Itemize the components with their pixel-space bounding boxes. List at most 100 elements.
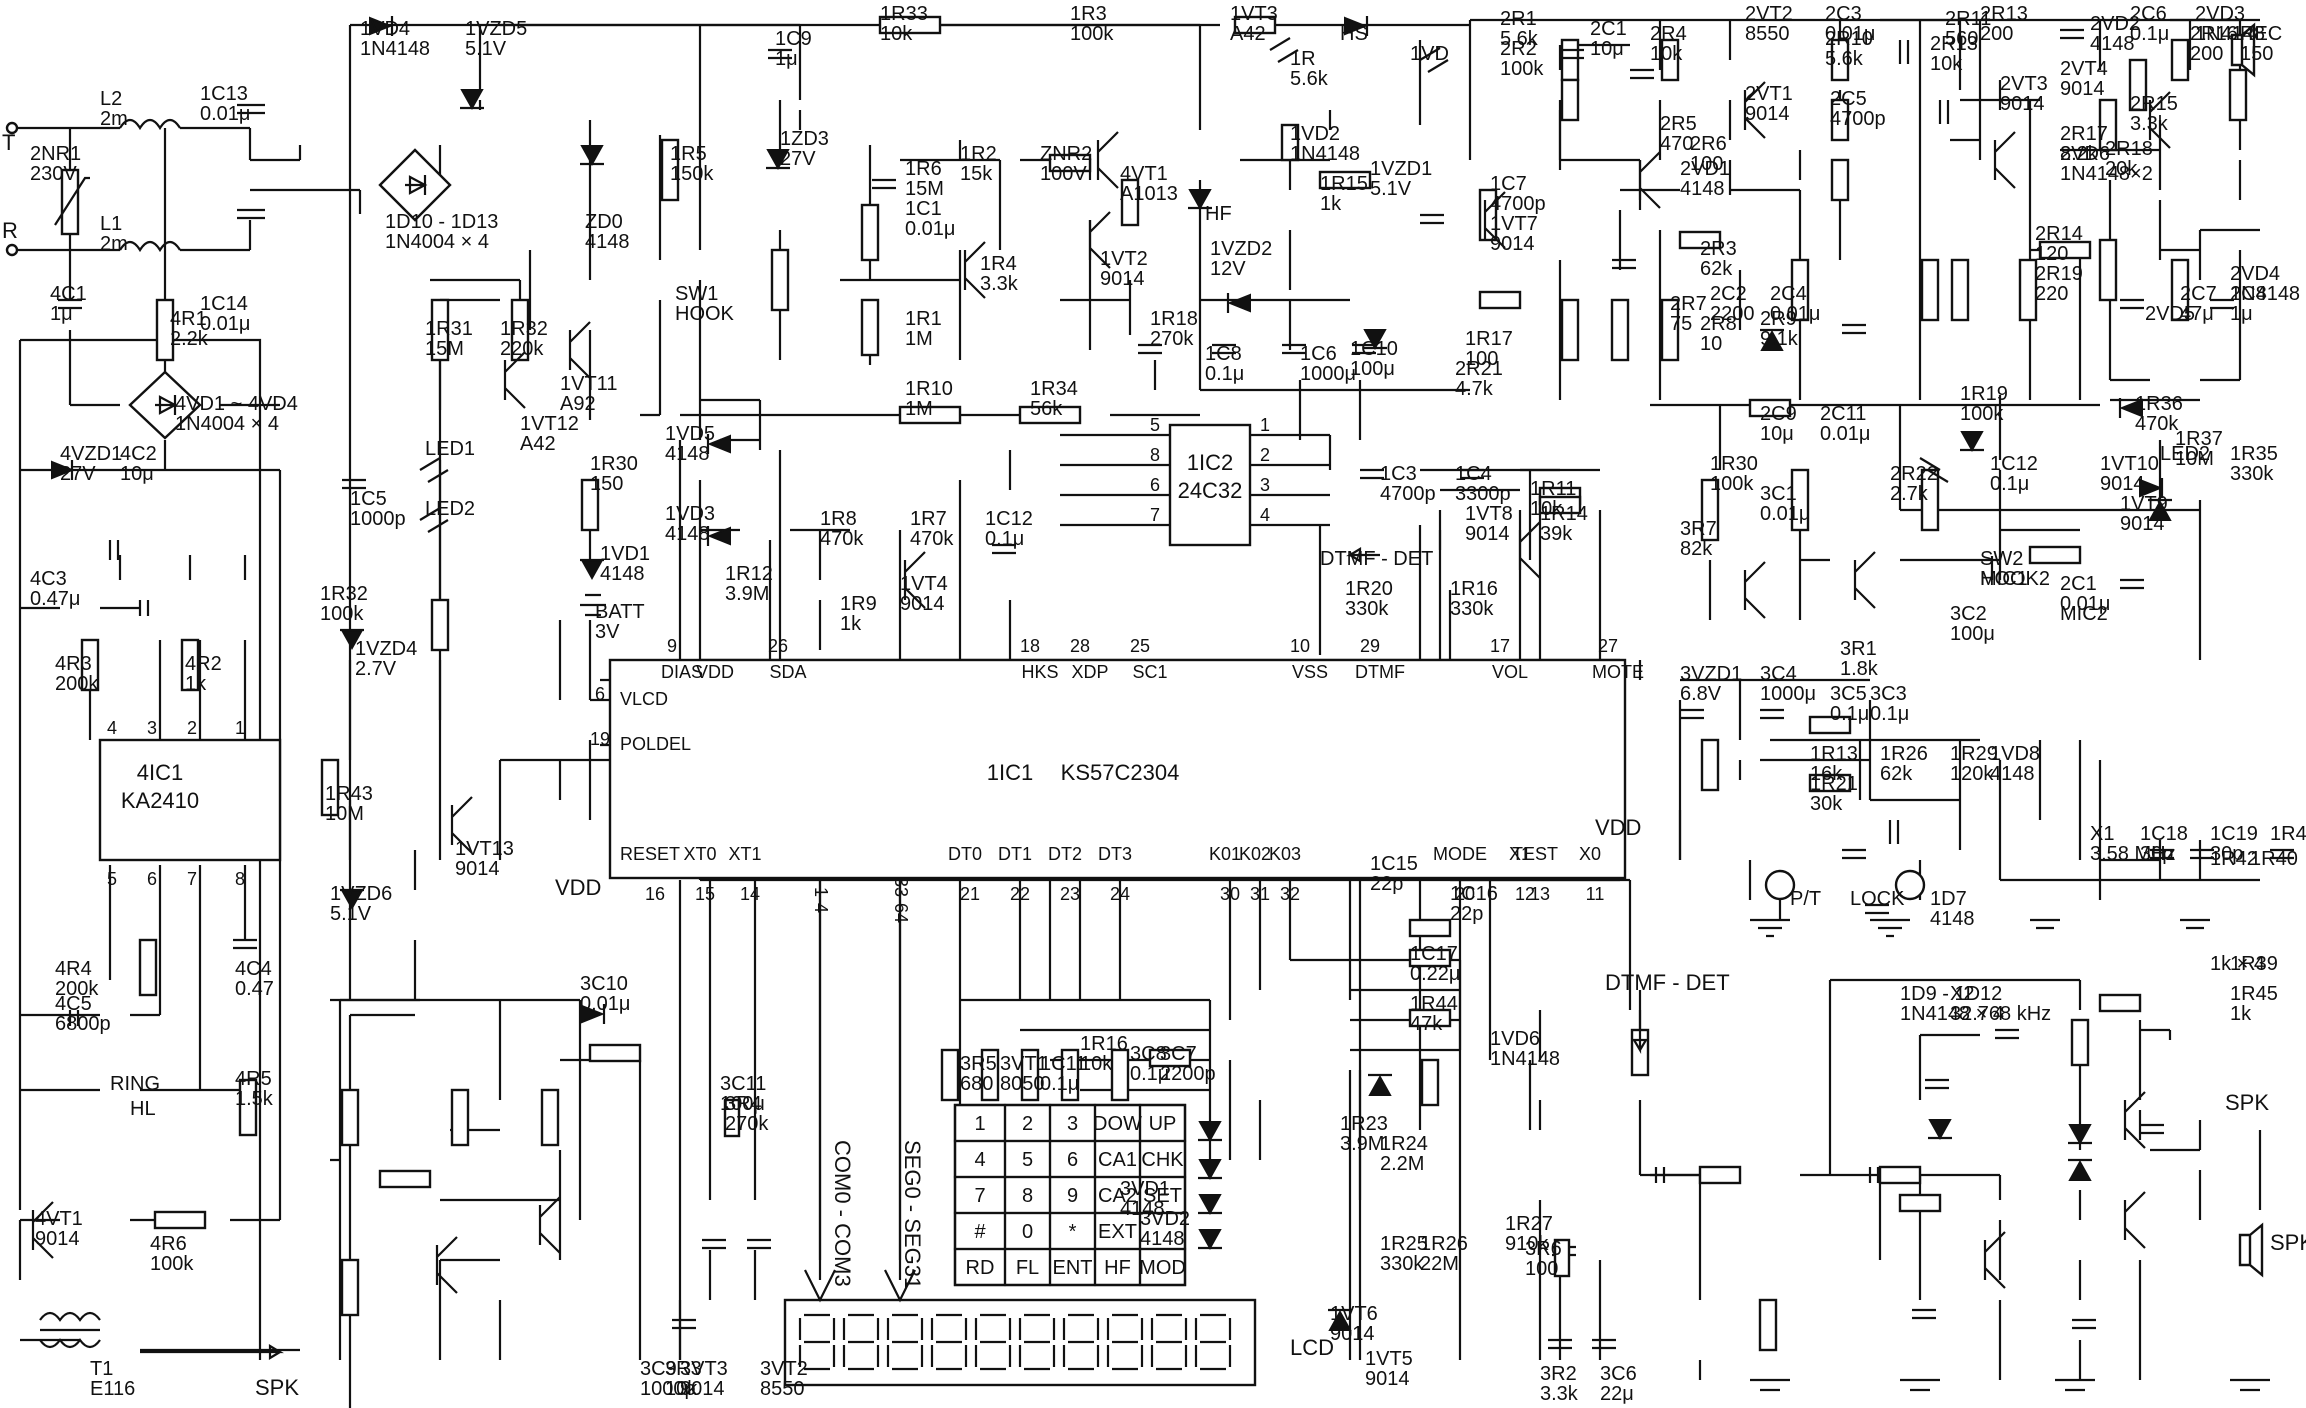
component-value: 0.47: [235, 978, 274, 1000]
component-ref: 1R21: [1810, 773, 1858, 795]
ringer-pin-number: 4: [107, 718, 117, 738]
component-value: 0.1μ: [985, 528, 1024, 550]
component-value: 8.2k: [2060, 143, 2099, 165]
eeprom-pin-number: 3: [1260, 475, 1270, 495]
component-value: 10μ: [1760, 423, 1794, 445]
ic1-pin-name: DT0: [948, 844, 982, 864]
component-value: 560: [1945, 28, 1978, 50]
component-ref: 3C6: [1600, 1363, 1637, 1385]
component-value: 2.7k: [1890, 483, 1929, 505]
component-value: 0.1μ: [2130, 23, 2169, 45]
component-value: 100k: [1070, 23, 1114, 45]
component-value: 1k: [1320, 193, 1342, 215]
keypad-key-label: CA1: [1098, 1149, 1137, 1171]
component-ref: 1ZD3: [780, 128, 829, 150]
component-value: 30p: [2140, 843, 2173, 865]
component-ref: 1R16: [1450, 578, 1498, 600]
keypad-key-label: 2: [1022, 1113, 1033, 1135]
component-value: A1013: [1120, 183, 1178, 205]
transistors: [31, 81, 2171, 1294]
component-value: 0.01μ: [580, 993, 630, 1015]
component-ref: ZNR2: [1040, 143, 1092, 165]
component-ref: 3VT2: [760, 1358, 808, 1380]
component-value: 9014: [35, 1228, 80, 1250]
lcd-digit: [1106, 1313, 1144, 1371]
component-value: 0.1μ: [1130, 1063, 1169, 1085]
component-value: 4.7k: [1455, 378, 1494, 400]
crystal-x2: [723, 1098, 741, 1138]
component-value: 22p: [1370, 873, 1403, 895]
component-ref: 1VT13: [455, 838, 514, 860]
battery-icon: [580, 593, 606, 617]
eeprom-pin-number: 7: [1150, 505, 1160, 525]
component-value: 0.1μ: [1830, 703, 1869, 725]
ground-symbols: [1750, 918, 2270, 1392]
ic1-pin-name: RESET: [620, 844, 680, 864]
component-value: 1000μ: [1300, 363, 1356, 385]
component-value: 2200p: [1160, 1063, 1216, 1085]
component-ref: L2: [100, 88, 122, 110]
component-label: MIC1: [1980, 568, 2028, 590]
component-value: 8550: [760, 1378, 805, 1400]
component-ref: 1R19: [1960, 383, 2008, 405]
transformer-t1: [39, 1311, 101, 1349]
keypad-key-label: CHK: [1141, 1149, 1184, 1171]
component-value: HOOK: [675, 303, 735, 325]
component-value: 330k: [1380, 1253, 1424, 1275]
component-value: 9014: [1365, 1368, 1410, 1390]
component-ref: 2R22: [1890, 463, 1938, 485]
component-value: 10k: [880, 23, 913, 45]
ic1-pin-number: 25: [1130, 636, 1150, 656]
component-ref: 4R2: [185, 653, 222, 675]
inductor-l2: [119, 118, 181, 131]
component-value: 5.1V: [465, 38, 507, 60]
component-ref: 1C12: [1990, 453, 2038, 475]
eeprom-pin-number: 1: [1260, 415, 1270, 435]
component-label: MIC2: [2060, 603, 2108, 625]
component-value: 1M: [905, 398, 933, 420]
ic1-pin-number: 27: [1598, 636, 1618, 656]
component-ref: 1R33: [880, 3, 928, 25]
component-ref: LED2: [2160, 443, 2210, 465]
component-value: 5.1V: [1370, 178, 1412, 200]
component-ref: 1R15: [1320, 173, 1368, 195]
component-ref: 3C10: [580, 973, 628, 995]
component-value: 4148: [2090, 33, 2135, 55]
component-ref: 1C11: [1040, 1053, 1086, 1075]
component-value: 1N4148: [2230, 283, 2300, 305]
keypad-key-label: MOD: [1139, 1257, 1186, 1279]
component-ref: 2VD4: [2230, 263, 2280, 285]
component-value: 9014: [455, 858, 500, 880]
component-ref: 1C1: [905, 198, 942, 220]
net-label: VDD: [555, 875, 601, 900]
ic1-pin-number: 21: [960, 884, 980, 904]
component-ref: 1R3: [1070, 3, 1107, 25]
component-ref: MIC2: [2060, 603, 2108, 625]
component-value: 100k: [320, 603, 364, 625]
component-ref: 1R27: [1505, 1213, 1553, 1235]
ic1-pin-number: 20: [1455, 884, 1475, 904]
component-ref: 1R17: [1465, 328, 1513, 350]
component-value: 10μ: [120, 463, 154, 485]
component-ref: 1C13: [200, 83, 248, 105]
component-ref: ZD0: [585, 211, 623, 233]
component-value: 100: [1690, 153, 1723, 175]
component-ref: 1R1: [905, 308, 942, 330]
component-ref: 2C1: [2060, 573, 2097, 595]
